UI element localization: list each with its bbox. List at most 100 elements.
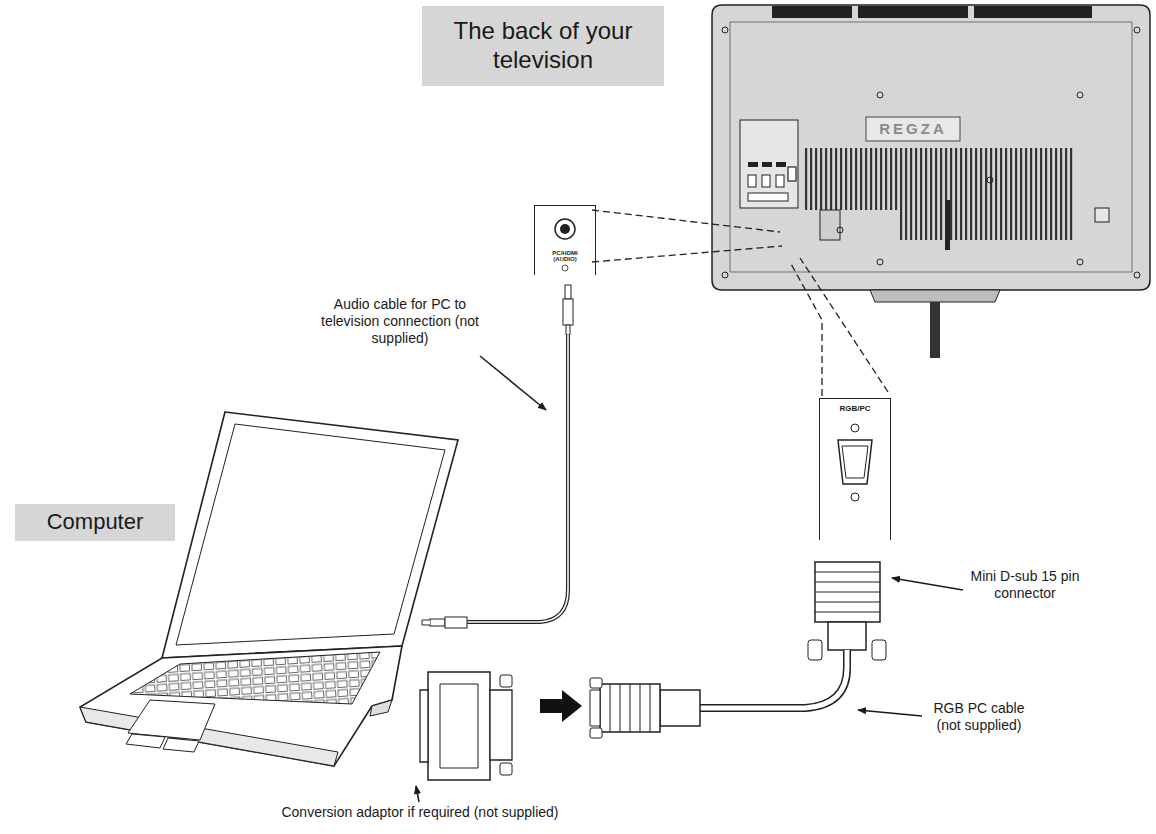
television-back — [987, 177, 993, 183]
vga-cable — [700, 650, 847, 708]
television-back — [974, 6, 1092, 18]
vga-cable — [590, 562, 886, 738]
heading-box: Computer — [15, 504, 175, 541]
vga-port-inset — [851, 493, 859, 501]
vga-cable — [872, 640, 886, 660]
laptop — [162, 412, 458, 658]
audio-cable — [422, 620, 430, 625]
television-back — [945, 200, 950, 250]
leader-arrows — [480, 356, 546, 410]
conversion-adaptor — [440, 684, 478, 768]
vga-port-inset — [851, 424, 859, 432]
guide-lines — [790, 262, 822, 396]
audio-jack-inset — [560, 224, 570, 234]
callout-text: Conversion adaptor if required (not supp… — [240, 804, 600, 821]
vga-cable — [828, 622, 866, 650]
television-back — [858, 6, 968, 18]
television-back — [776, 175, 784, 187]
audio-cable — [445, 335, 568, 622]
audio-jack-inset — [538, 205, 592, 275]
leader-arrows — [892, 578, 963, 590]
television-back — [1077, 92, 1083, 98]
callout-text: RGB PC cable (not supplied) — [924, 700, 1034, 734]
port-label: RGB/PC — [825, 404, 885, 414]
vga-cable — [590, 728, 602, 738]
conversion-adaptor — [420, 690, 428, 762]
vga-cable — [610, 684, 650, 732]
television-back — [820, 210, 840, 240]
laptop — [130, 652, 380, 704]
vga-port-inset — [822, 398, 888, 540]
leader-arrows — [416, 786, 419, 802]
vga-cable — [590, 678, 602, 688]
television-back — [762, 175, 770, 187]
vga-cable — [600, 684, 660, 732]
television-back — [722, 27, 728, 33]
leader-arrows — [858, 710, 922, 716]
audio-jack-inset — [538, 205, 592, 275]
laptop — [126, 734, 199, 752]
guide-lines — [592, 246, 782, 262]
television-back — [772, 6, 852, 18]
television-back — [712, 5, 1150, 358]
callout-text: Audio cable for PC to television connect… — [320, 296, 480, 346]
television-back — [866, 117, 960, 141]
audio-jack-inset — [562, 265, 568, 271]
audio-jack-inset — [555, 219, 575, 239]
television-back — [803, 148, 1073, 210]
leader-arrows — [416, 356, 963, 802]
television-back — [712, 5, 1150, 290]
heading-text: The back of your television — [428, 17, 658, 75]
conversion-adaptor — [500, 763, 512, 775]
vga-cable — [808, 640, 822, 660]
vga-cable — [815, 572, 880, 612]
audio-cable — [445, 335, 568, 622]
vga-cable — [660, 690, 700, 726]
audio-cable — [563, 299, 573, 325]
television-back — [776, 162, 786, 167]
vga-cable — [815, 562, 880, 622]
audio-cable — [430, 619, 445, 626]
television-back — [1134, 272, 1140, 278]
vga-cable — [700, 650, 847, 708]
brand-logo: REGZA — [866, 117, 960, 141]
television-back — [1095, 208, 1109, 222]
television-back — [748, 175, 756, 187]
port-inset: PC/HDMI (AUDIO) — [534, 205, 596, 275]
laptop — [80, 646, 402, 766]
television-back — [748, 162, 758, 167]
audio-cable — [566, 325, 570, 335]
vga-port-inset — [822, 398, 888, 540]
television-back — [748, 193, 788, 201]
port-label: PC/HDMI (AUDIO) — [540, 250, 590, 263]
laptop — [370, 700, 392, 716]
laptop — [80, 412, 458, 766]
guide-lines — [592, 210, 780, 232]
television-back — [730, 22, 1132, 272]
conversion-adaptor — [500, 675, 512, 687]
television-back — [762, 162, 772, 167]
audio-cable — [445, 617, 467, 628]
television-back — [930, 302, 940, 358]
television-back — [877, 92, 883, 98]
laptop — [176, 424, 445, 645]
guide-lines — [800, 258, 888, 392]
laptop — [128, 700, 215, 740]
television-back — [900, 210, 1073, 240]
guide-lines — [592, 210, 888, 396]
television-back — [837, 227, 843, 233]
television-back — [870, 290, 1000, 302]
vga-port-inset — [842, 446, 868, 478]
television-back — [788, 167, 796, 181]
television-back — [877, 259, 883, 265]
television-back — [722, 272, 728, 278]
television-back — [1134, 27, 1140, 33]
audio-cable — [565, 285, 571, 299]
heading-box: The back of your television — [422, 6, 664, 86]
vga-port-inset — [838, 440, 872, 484]
vga-cable — [590, 690, 600, 726]
callout-text: Mini D-sub 15 pin connector — [965, 568, 1085, 602]
port-inset: RGB/PC — [819, 398, 891, 540]
television-back — [740, 120, 798, 208]
